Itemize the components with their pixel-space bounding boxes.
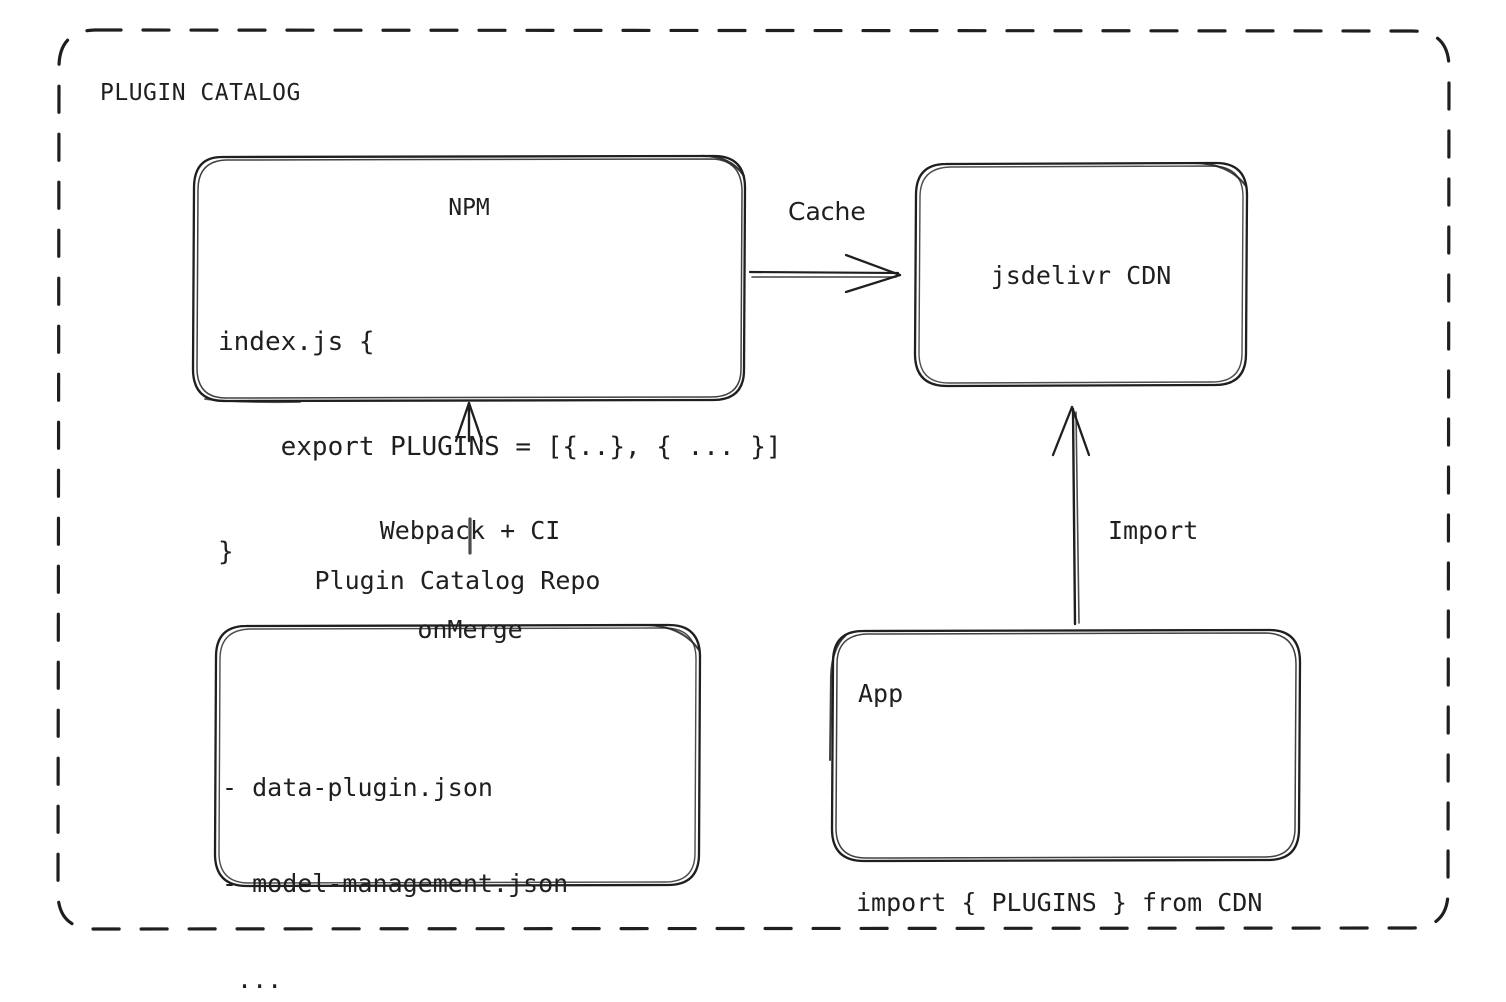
import-arrow-head-right: [1070, 405, 1091, 457]
edge-label-webpack-line2: onMerge: [417, 615, 523, 644]
npm-code-line: index.js {: [218, 327, 375, 357]
repo-list-item: - model-management.json: [222, 869, 569, 898]
cache-arrow-head-upper: [844, 253, 902, 277]
cdn-node-title: jsdelivr CDN: [990, 261, 1172, 290]
npm-code-line: }: [218, 537, 234, 567]
group-title-plugin-catalog: PLUGIN CATALOG: [100, 80, 301, 106]
repo-node-file-list: - data-plugin.json - model-management.js…: [222, 708, 568, 1002]
npm-node-title: NPM: [448, 195, 490, 221]
cache-arrow-head-lower: [844, 273, 902, 294]
repo-list-item: ...: [222, 965, 283, 994]
app-code-line: import { PLUGINS } from CDN: [856, 888, 1263, 917]
cdn-box-overshoot-stroke: [1189, 161, 1247, 187]
import-arrow-head-left: [1051, 405, 1074, 457]
edge-label-webpack-ci: Webpack + CI onMerge: [350, 448, 590, 712]
npm-code-line: export PLUGINS = [{..}, { ... }]: [218, 432, 782, 462]
import-arrow-shaft-double: [1075, 411, 1080, 624]
edge-label-cache: Cache: [788, 197, 866, 226]
npm-node-code: index.js { export PLUGINS = [{..}, { ...…: [218, 255, 782, 640]
import-arrow-shaft: [1071, 407, 1077, 626]
app-box-left-overshoot-stroke: [829, 635, 846, 761]
repo-node-caption: Plugin Catalog Repo: [314, 566, 601, 595]
edge-label-webpack-line1: Webpack + CI: [379, 516, 561, 545]
repo-list-item: - data-plugin.json: [222, 773, 493, 802]
edge-label-import: Import: [1108, 516, 1199, 545]
npm-box-overshoot-stroke: [698, 154, 746, 178]
edge-app-to-cdn: [1051, 405, 1091, 626]
app-node-title: App: [858, 679, 904, 708]
app-node-code: import { PLUGINS } from CDN PLUGINS.forE…: [856, 738, 1262, 1002]
